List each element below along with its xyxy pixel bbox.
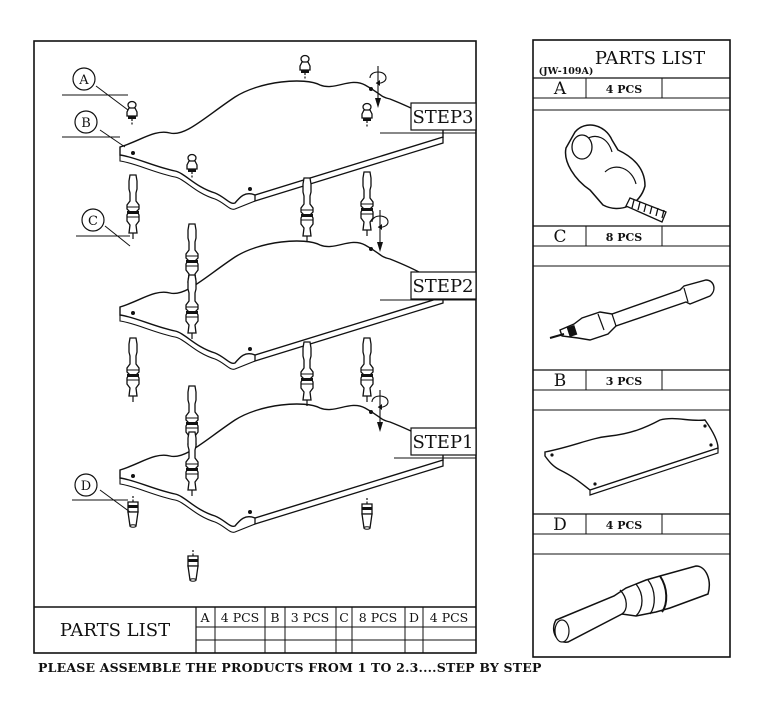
side-part-qty-b: 3 PCS [606,375,643,388]
parts-list-qty-b: 3 PCS [291,610,329,625]
side-part-letter-b: B [554,371,567,391]
callout-d: D [81,479,91,494]
side-part-qty-d: 4 PCS [606,519,643,532]
side-model-number: (JW-109A) [539,66,594,77]
parts-list-letter-a: A [199,610,210,625]
step-3-label: STEP3 [412,107,473,128]
side-part-letter-d: D [553,515,567,535]
side-part-qty-a: 4 PCS [606,83,643,96]
callout-a: A [78,73,89,88]
finial-knob-illustration [564,124,667,223]
side-parts-list-title: PARTS LIST [595,48,705,69]
callout-c: C [88,214,98,229]
parts-list-letter-b: B [270,610,279,625]
parts-list-letter-d: D [409,610,419,625]
step-1-label: STEP1 [412,432,473,453]
parts-list-qty-a: 4 PCS [221,610,259,625]
assembly-instruction-note: PLEASE ASSEMBLE THE PRODUCTS FROM 1 TO 2… [38,660,542,675]
parts-list-qty-d: 4 PCS [430,610,468,625]
side-part-letter-c: C [553,227,566,247]
side-part-qty-c: 8 PCS [606,231,643,244]
shelf-board-illustration [544,417,719,496]
parts-list-qty-c: 8 PCS [359,610,397,625]
callout-b: B [81,116,91,131]
parts-list-letter-c: C [339,610,349,625]
side-part-letter-a: A [553,79,567,99]
parts-list-title: PARTS LIST [60,620,170,641]
tapered-foot-illustration [552,565,710,643]
step-2-label: STEP2 [412,276,473,297]
turned-spindle-illustration [549,279,715,341]
